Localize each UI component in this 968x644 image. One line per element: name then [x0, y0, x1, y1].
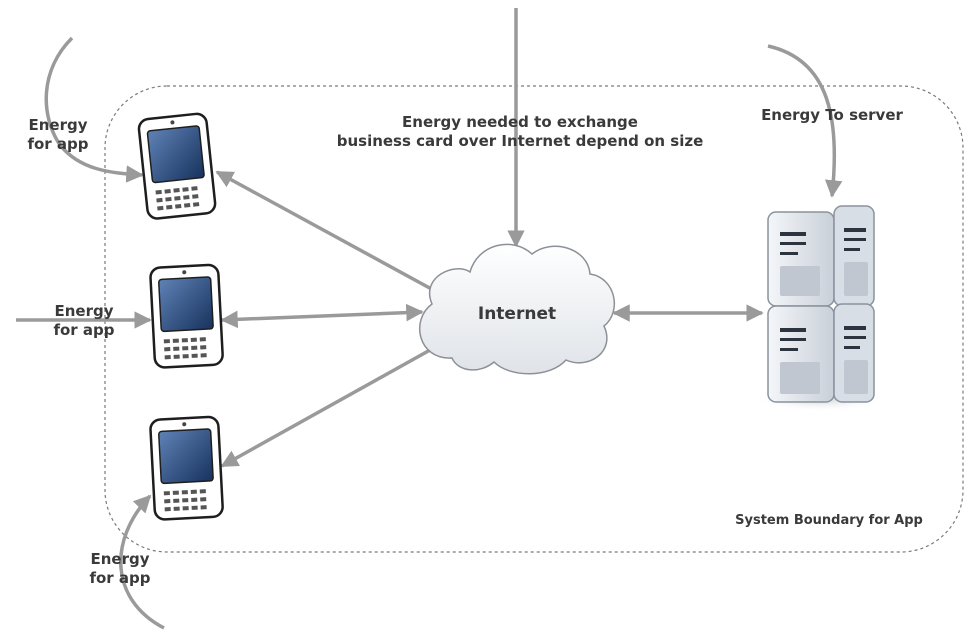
- internet-label: Internet: [477, 304, 557, 324]
- app-energy-label-2: Energy for app: [53, 302, 115, 339]
- energy-arrow-phone-3: [119, 494, 165, 630]
- app-energy-label-3: Energy for app: [89, 550, 151, 587]
- server-energy-label: Energy To server: [761, 106, 903, 124]
- connections: [215, 170, 764, 468]
- phone-1-icon: [137, 112, 217, 220]
- exchange-energy-line-1: Energy needed to exchange: [402, 113, 638, 131]
- server-icon: [754, 205, 886, 412]
- system-boundary: [104, 85, 964, 553]
- internet-cloud: [418, 243, 616, 375]
- connection-phone-3: [220, 338, 450, 468]
- exchange-energy-label: Energy needed to exchange business card …: [300, 113, 740, 151]
- energy-arrows: [16, 8, 843, 630]
- app-energy-label-1: Energy for app: [27, 116, 89, 153]
- exchange-energy-line-2: business card over Internet depend on si…: [336, 132, 704, 150]
- phone-2-icon: [149, 263, 224, 369]
- boundary-label: System Boundary for App: [735, 513, 923, 528]
- connection-phone-1: [215, 170, 450, 300]
- energy-arrow-phone-1: [44, 36, 144, 183]
- phone-3-icon: [149, 415, 224, 521]
- energy-arrow-server: [767, 44, 843, 198]
- connection-phone-2: [220, 303, 424, 329]
